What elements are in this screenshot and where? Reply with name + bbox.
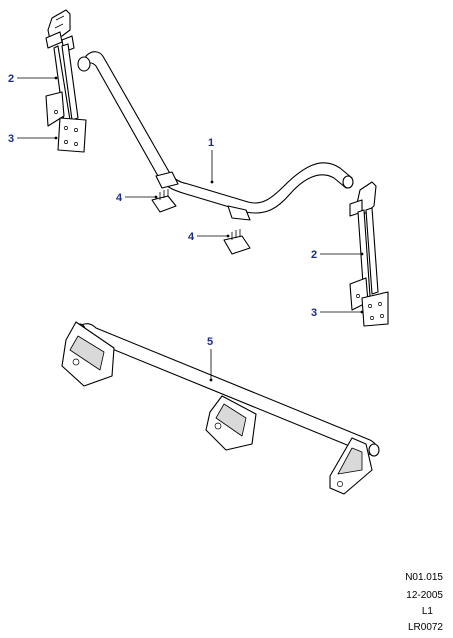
svg-text:4: 4 bbox=[188, 231, 195, 243]
callout-4-upper: 4 bbox=[116, 192, 158, 204]
callout-2-left: 2 bbox=[8, 73, 58, 85]
callout-4-lower: 4 bbox=[188, 231, 230, 243]
reference-drawing-number: LR0072 bbox=[407, 622, 443, 633]
callout-5: 5 bbox=[207, 336, 213, 382]
callout-1: 1 bbox=[208, 137, 214, 184]
right-strut-assembly bbox=[349, 181, 389, 327]
svg-text:3: 3 bbox=[311, 307, 317, 319]
svg-text:4: 4 bbox=[116, 192, 123, 204]
svg-text:2: 2 bbox=[311, 249, 317, 261]
callout-3-right: 3 bbox=[311, 307, 364, 319]
svg-text:3: 3 bbox=[8, 133, 14, 145]
reference-code: N01.015 bbox=[405, 572, 443, 583]
svg-text:2: 2 bbox=[8, 73, 14, 85]
main-tube-assembly bbox=[77, 51, 354, 221]
left-strut-assembly bbox=[45, 9, 87, 153]
lower-bar-assembly bbox=[61, 321, 380, 495]
small-bracket-upper bbox=[151, 189, 177, 213]
svg-text:1: 1 bbox=[208, 137, 214, 149]
small-bracket-lower bbox=[223, 229, 251, 255]
callout-2-right: 2 bbox=[311, 249, 364, 261]
svg-text:5: 5 bbox=[207, 336, 213, 348]
callout-3-left: 3 bbox=[8, 133, 58, 145]
reference-date: 12-2005 bbox=[406, 590, 443, 601]
reference-level: L1 bbox=[421, 606, 433, 617]
